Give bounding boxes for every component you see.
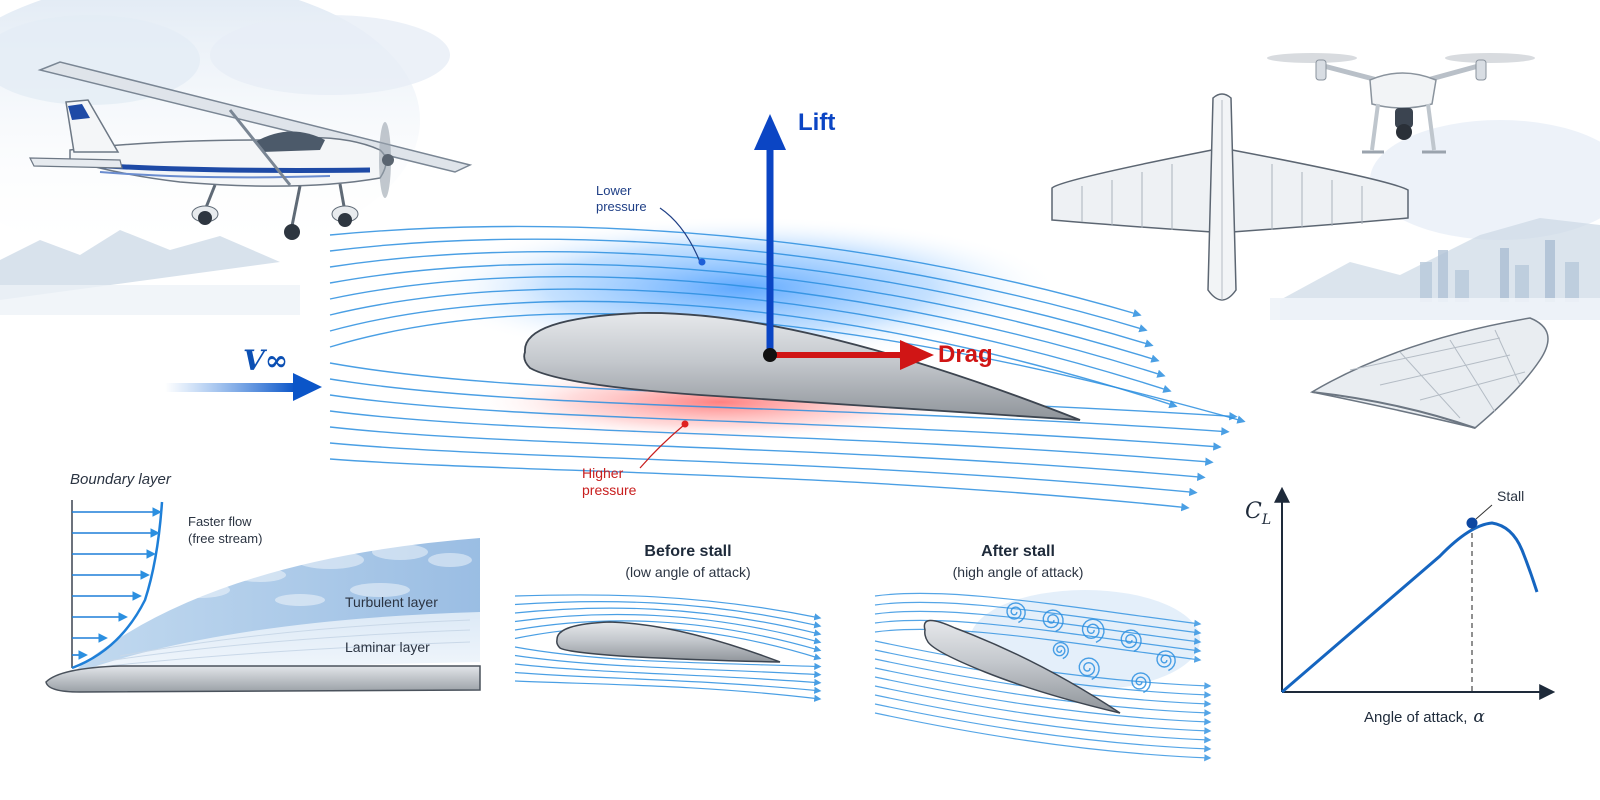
streamline: [874, 619, 1202, 654]
lower-pressure-leader: [659, 207, 701, 263]
center-of-pressure-point: [763, 348, 777, 362]
streamline: [329, 442, 1198, 497]
lower-pressure-dot: [698, 258, 706, 266]
vortex: [1081, 618, 1105, 643]
alpha-symbol: α: [1473, 707, 1485, 727]
stall-label: Stall: [1497, 488, 1524, 504]
streamline: [514, 646, 822, 671]
streamline: [874, 610, 1202, 645]
boundary-layer-panel: [45, 500, 481, 693]
streamline: [329, 251, 1154, 348]
streamline: [514, 680, 822, 702]
streamline: [514, 654, 822, 678]
lift-coefficient-subscript: L: [1261, 512, 1271, 528]
vortex: [1052, 641, 1069, 660]
vortex: [1131, 672, 1151, 694]
wing-planform-illustration: [1051, 93, 1409, 301]
after-stall-airfoil: [923, 619, 1121, 714]
streamline: [329, 238, 1148, 333]
streamline: [329, 288, 1172, 393]
lower-pressure-label-1: Lower: [596, 183, 632, 198]
streamline: [329, 263, 1160, 363]
velocity-profile-arrows: [72, 507, 162, 660]
lift-curve-chart: [1274, 486, 1556, 700]
angle-of-attack-label: Angle of attack,α: [1364, 707, 1485, 727]
stall-vortices: [1006, 602, 1176, 694]
streamline: [329, 300, 1178, 409]
streamline: [874, 676, 1212, 726]
streamline: [329, 458, 1190, 512]
after-stall-streamlines: [874, 592, 1212, 762]
streamline: [329, 410, 1214, 466]
before-stall-subtitle: (low angle of attack): [625, 564, 750, 580]
faster-flow-label-1: Faster flow: [188, 514, 252, 529]
main-streamlines: [329, 225, 1246, 512]
streamline: [514, 600, 822, 629]
streamline: [874, 694, 1212, 744]
streamline: [874, 703, 1212, 753]
streamline: [514, 620, 822, 653]
streamline: [514, 594, 822, 621]
wing-section-3d-illustration: [1309, 317, 1549, 429]
quadcopter-drone-illustration: [1267, 53, 1535, 154]
freestream-arrow: [165, 373, 322, 401]
stall-point: [1466, 517, 1478, 529]
streamline: [874, 712, 1212, 762]
streamline: [874, 628, 1202, 663]
streamline: [514, 671, 822, 694]
lower-pressure-label-2: pressure: [596, 199, 647, 214]
right-background-city: [1270, 120, 1600, 320]
streamline: [874, 592, 1202, 627]
turbulent-layer-label: Turbulent layer: [345, 594, 438, 610]
vortex: [1042, 609, 1064, 633]
higher-pressure-label-2: pressure: [582, 482, 637, 498]
after-stall-subtitle: (high angle of attack): [953, 564, 1084, 580]
drag-label: Drag: [938, 341, 993, 368]
before-stall-airfoil: [556, 621, 781, 663]
boundary-layer-title: Boundary layer: [70, 471, 172, 488]
streamline: [329, 225, 1142, 318]
lift-arrow: [754, 114, 786, 355]
vortex: [1156, 650, 1176, 672]
drag-arrow: [770, 340, 934, 370]
streamline: [514, 613, 822, 645]
streamline: [514, 607, 822, 637]
streamline: [874, 667, 1212, 717]
streamline: [329, 378, 1230, 436]
vortex: [1006, 602, 1026, 624]
before-stall-title: Before stall: [644, 543, 731, 560]
higher-pressure-label-1: Higher: [582, 465, 624, 481]
streamline: [329, 276, 1166, 378]
higher-pressure-leader: [639, 424, 685, 469]
faster-flow-label-2: (free stream): [188, 531, 262, 546]
lift-coefficient-label: CL: [1245, 499, 1271, 528]
vortex: [1120, 629, 1142, 653]
cessna-airplane-illustration: [0, 0, 473, 315]
vortex: [1078, 657, 1100, 681]
stall-leader: [1475, 504, 1493, 520]
higher-pressure-dot: [681, 420, 689, 428]
streamline: [874, 685, 1212, 735]
after-stall-title: After stall: [981, 543, 1055, 560]
freestream-velocity-label: V∞: [243, 344, 288, 377]
streamline: [329, 394, 1222, 451]
streamline: [329, 426, 1206, 481]
lift-curve-line: [1281, 521, 1539, 694]
streamline: [514, 663, 822, 686]
lift-label: Lift: [798, 109, 835, 136]
main-airfoil: [523, 312, 1081, 421]
laminar-layer-label: Laminar layer: [345, 639, 430, 655]
